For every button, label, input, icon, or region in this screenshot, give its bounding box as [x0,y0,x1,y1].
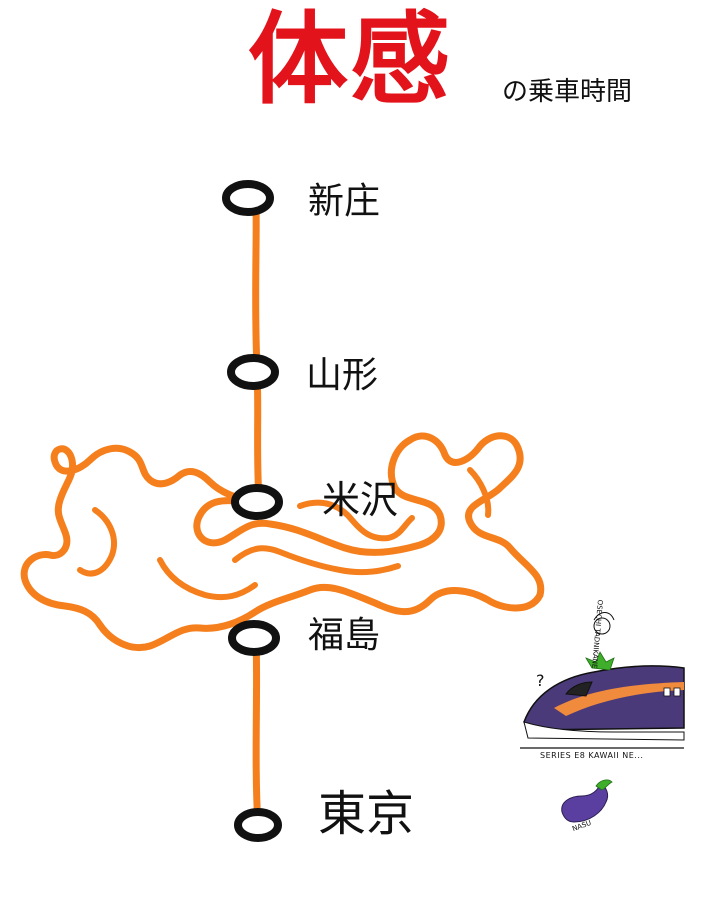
route-line-yamagata-yonezawa [253,368,263,504]
station-label-yamagata: 山形 [306,355,379,396]
author-face-icon [593,617,611,635]
eggplant-icon [561,779,613,823]
route-line-winding-inner [77,467,492,601]
train-window [565,681,593,697]
station-marker-yonezawa [231,484,283,520]
train-illustration: ? [520,612,685,749]
train-front-white [523,721,685,741]
page-title: 体感 [248,1,452,118]
train-caption: SERIES E8 KAWAII NE... [540,751,644,760]
route-line-fukushima-tokyo [252,636,262,830]
leaf-icon [585,651,615,671]
route-line-yonezawa-fukushima-winding [20,432,545,651]
station-marker-shinjo [222,180,274,216]
station-label-yonezawa: 米沢 [322,478,399,522]
station-marker-yamagata [227,354,279,390]
page-subtitle: の乗車時間 [502,77,633,107]
question-mark: ? [536,671,545,690]
station-label-fukushima: 福島 [308,615,381,656]
station-label-shinjo: 新庄 [308,181,381,222]
station-marker-fukushima [228,620,280,656]
station-marker-tokyo [234,808,282,842]
station-label-tokyo: 東京 [318,786,415,842]
route-line-shinjo-yamagata [252,202,261,372]
train-orange-stripe [554,682,684,716]
